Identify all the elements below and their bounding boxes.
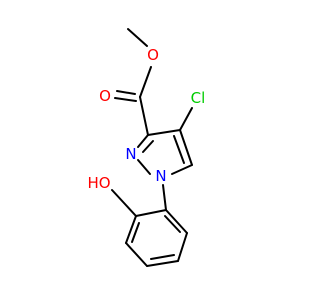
bond-n1-n2 [137,159,151,175]
molecule-canvas: O O Cl N N HO [87,28,205,267]
atom-carbonyl-oxygen: O [99,87,111,105]
atom-methyl-oxygen: O [147,46,159,64]
bond-ring-5 [177,232,188,262]
atom-labels: O O Cl N N HO [87,46,205,192]
structure-diagram: O O Cl N N HO [87,28,205,267]
bond-c-c3 [139,96,149,136]
bond-c4-c5 [179,129,193,166]
atom-hydroxyl: HO [87,174,110,192]
atom-pyrazole-n2: N [125,145,136,163]
bond-n2-c3 [137,134,149,148]
bond-ring-4 [146,260,179,267]
bond-carbonyl-a [116,90,136,95]
bond-carbonyl-b [114,97,137,102]
bond-ring-2 [125,215,137,244]
bond-methyl-o [127,28,148,47]
bond-ring-inner-1 [131,222,140,243]
bond-c4-cl [179,107,193,131]
atom-pyrazole-n1: N [155,167,166,185]
bond-lines [111,28,193,267]
bond-n1-phenyl [162,184,167,211]
bond-c4-c5-inner [173,135,185,164]
bond-ring-1 [135,209,167,217]
bond-ring-oh [111,189,137,217]
atom-chlorine: Cl [191,89,206,107]
bond-o-c-ester [139,66,152,98]
bond-ring-3 [125,242,148,267]
bond-ring-inner-3 [164,215,181,233]
bond-ring-6 [165,209,188,234]
bond-n2-c3-inner [142,140,154,153]
bond-c5-n1 [171,164,193,175]
bond-ring-inner-2 [150,254,175,260]
bond-c3-c4 [147,129,181,136]
